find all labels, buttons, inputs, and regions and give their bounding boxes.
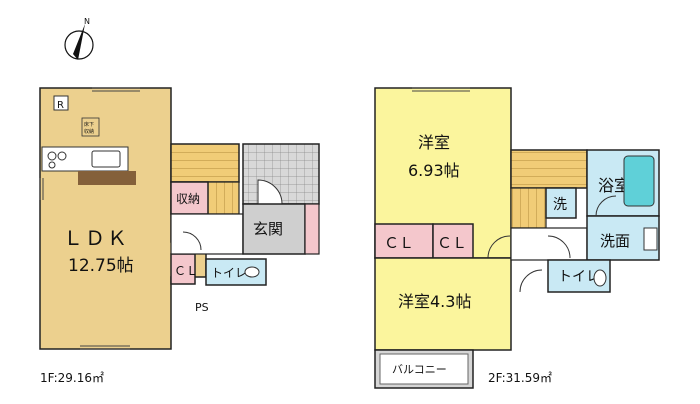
toilet-2f-icon bbox=[593, 269, 607, 287]
floor1-area: 1F:29.16㎡ bbox=[40, 371, 104, 385]
refrigerator-label: R bbox=[57, 100, 64, 111]
room1-size: 6.93帖 bbox=[408, 161, 460, 180]
floor-1: R 床下 収納 ＬＤＫ 12.75帖 ＣＬ 収納 玄関 トイレ bbox=[39, 87, 320, 385]
balcony-label: バルコニー bbox=[392, 363, 447, 376]
closet-1f-label: ＣＬ bbox=[174, 264, 198, 278]
underfloor-storage bbox=[81, 117, 100, 137]
balcony-inner bbox=[379, 353, 469, 385]
compass-north-label: N bbox=[84, 17, 90, 26]
bathtub-icon bbox=[623, 155, 655, 207]
door-swing-room1 bbox=[487, 235, 511, 259]
door-swing-bath bbox=[595, 195, 617, 217]
room-closet-1f bbox=[170, 253, 196, 285]
room2-name: 洋室4.3帖 bbox=[398, 292, 471, 311]
closet-2f-a-label: ＣＬ bbox=[384, 234, 414, 252]
hall-2f bbox=[510, 227, 588, 261]
door-swing-hall-2f bbox=[547, 235, 571, 259]
kitchen-sink bbox=[91, 150, 121, 168]
floor2-area: 2F:31.59㎡ bbox=[488, 371, 552, 385]
closet-2f-b-label: ＣＬ bbox=[437, 234, 467, 252]
window-ldk-left bbox=[39, 178, 44, 200]
toilet-2f-label: トイレ bbox=[558, 269, 600, 285]
window-ldk-bottom bbox=[80, 345, 130, 350]
underfloor-storage-label-2: 収納 bbox=[84, 128, 94, 135]
floor-2: 洋室 6.93帖 ＣＬ ＣＬ 洋室4.3帖 バルコニー 洗 浴室 洗面 bbox=[374, 87, 660, 389]
room1-name: 洋室 bbox=[418, 133, 450, 152]
laundry-label: 洗 bbox=[553, 197, 567, 213]
underfloor-storage-label-1: 床下 bbox=[84, 121, 94, 128]
stairs-2f-lower bbox=[510, 187, 547, 229]
refrigerator bbox=[53, 95, 69, 111]
stairs-1f bbox=[170, 143, 240, 183]
entrance-label: 玄関 bbox=[253, 220, 283, 238]
storage-label: 収納 bbox=[176, 192, 200, 206]
ps-label: PS bbox=[195, 301, 209, 314]
shoe-cabinet bbox=[304, 203, 320, 255]
bathroom-label: 浴室 bbox=[598, 176, 630, 195]
stairs-2f bbox=[510, 149, 588, 189]
washroom-label: 洗面 bbox=[600, 232, 630, 250]
ldk-size: 12.75帖 bbox=[68, 256, 134, 276]
door-swing-toilet-2f bbox=[519, 269, 543, 293]
window-ldk-top bbox=[92, 87, 140, 92]
door-swing-hall bbox=[182, 231, 202, 251]
hall-1f bbox=[170, 213, 244, 255]
entry-porch bbox=[242, 143, 320, 205]
compass: N bbox=[64, 17, 94, 60]
toilet-1f-icon bbox=[244, 266, 260, 278]
door-swing-entry bbox=[257, 179, 283, 205]
room-entrance bbox=[242, 203, 306, 255]
room-closet-2f-b bbox=[432, 223, 474, 259]
room-western-2 bbox=[374, 257, 512, 351]
kitchen-island bbox=[78, 171, 136, 185]
ldk-name: ＬＤＫ bbox=[63, 226, 129, 250]
room-closet-2f-a bbox=[374, 223, 434, 259]
window-room1-top bbox=[412, 87, 470, 92]
stove-icon bbox=[47, 151, 67, 169]
toilet-1f-label: トイレ bbox=[211, 266, 247, 280]
room-laundry bbox=[545, 187, 577, 219]
washbasin-icon bbox=[643, 227, 658, 251]
compass-needle-icon bbox=[73, 24, 85, 60]
